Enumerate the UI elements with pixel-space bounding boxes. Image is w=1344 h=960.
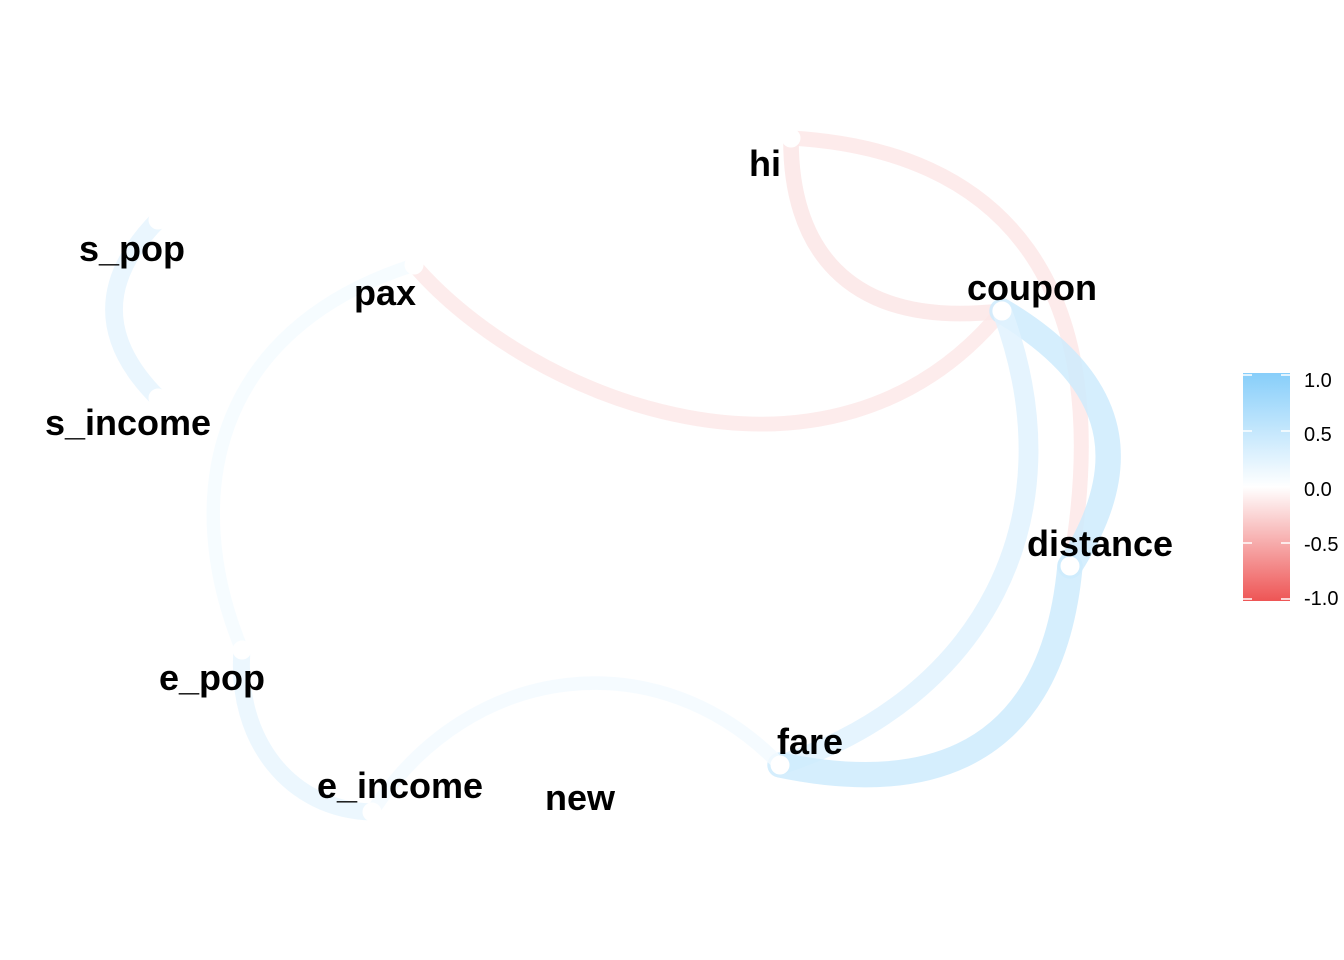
node-point-e_pop bbox=[232, 640, 252, 660]
legend-tick-label-3: 0.0 bbox=[1304, 479, 1332, 501]
legend-tick-label-5: -1.0 bbox=[1304, 588, 1338, 610]
node-point-coupon bbox=[992, 301, 1012, 321]
node-label-pax: pax bbox=[354, 272, 416, 313]
edge-coupon-distance bbox=[989, 298, 1121, 579]
edge-distance-fare bbox=[767, 553, 1083, 788]
node-label-s_pop: s_pop bbox=[79, 228, 185, 269]
node-label-e_income: e_income bbox=[317, 765, 483, 806]
edge-s_pop-s_income bbox=[105, 211, 167, 407]
node-label-hi: hi bbox=[749, 143, 781, 184]
edges-group bbox=[105, 130, 1121, 821]
node-point-s_income bbox=[148, 388, 168, 408]
node-point-fare bbox=[770, 755, 790, 775]
edge-e_pop-e_income bbox=[232, 641, 381, 821]
node-point-distance bbox=[1060, 556, 1080, 576]
edge-hi-distance bbox=[783, 130, 1089, 574]
edge-e_income-fare bbox=[365, 676, 787, 819]
node-point-pax bbox=[404, 255, 424, 275]
node-point-s_pop bbox=[148, 210, 168, 230]
labels-group: hi coupon pax s_pop s_income distance e_… bbox=[45, 143, 1173, 818]
node-label-s_income: s_income bbox=[45, 402, 211, 443]
edge-coupon-fare bbox=[770, 301, 1039, 775]
node-label-new: new bbox=[545, 777, 616, 818]
color-legend: 1.0 0.5 0.0 -0.5 -1.0 bbox=[1243, 370, 1338, 610]
legend-tick-label-2: 0.5 bbox=[1304, 424, 1332, 446]
node-label-distance: distance bbox=[1027, 523, 1173, 564]
node-point-e_income bbox=[362, 802, 382, 822]
nodes-group bbox=[148, 128, 1080, 822]
legend-tick-label-1: 1.0 bbox=[1304, 370, 1332, 392]
node-label-fare: fare bbox=[777, 721, 843, 762]
node-label-e_pop: e_pop bbox=[159, 657, 265, 698]
node-label-coupon: coupon bbox=[967, 267, 1097, 308]
node-point-hi bbox=[781, 128, 801, 148]
edge-hi-coupon bbox=[783, 130, 1010, 322]
legend-ticks bbox=[1243, 374, 1290, 600]
edge-pax-e_pop bbox=[206, 258, 421, 657]
legend-tick-label-4: -0.5 bbox=[1304, 534, 1338, 556]
edge-pax-coupon bbox=[406, 257, 1010, 432]
